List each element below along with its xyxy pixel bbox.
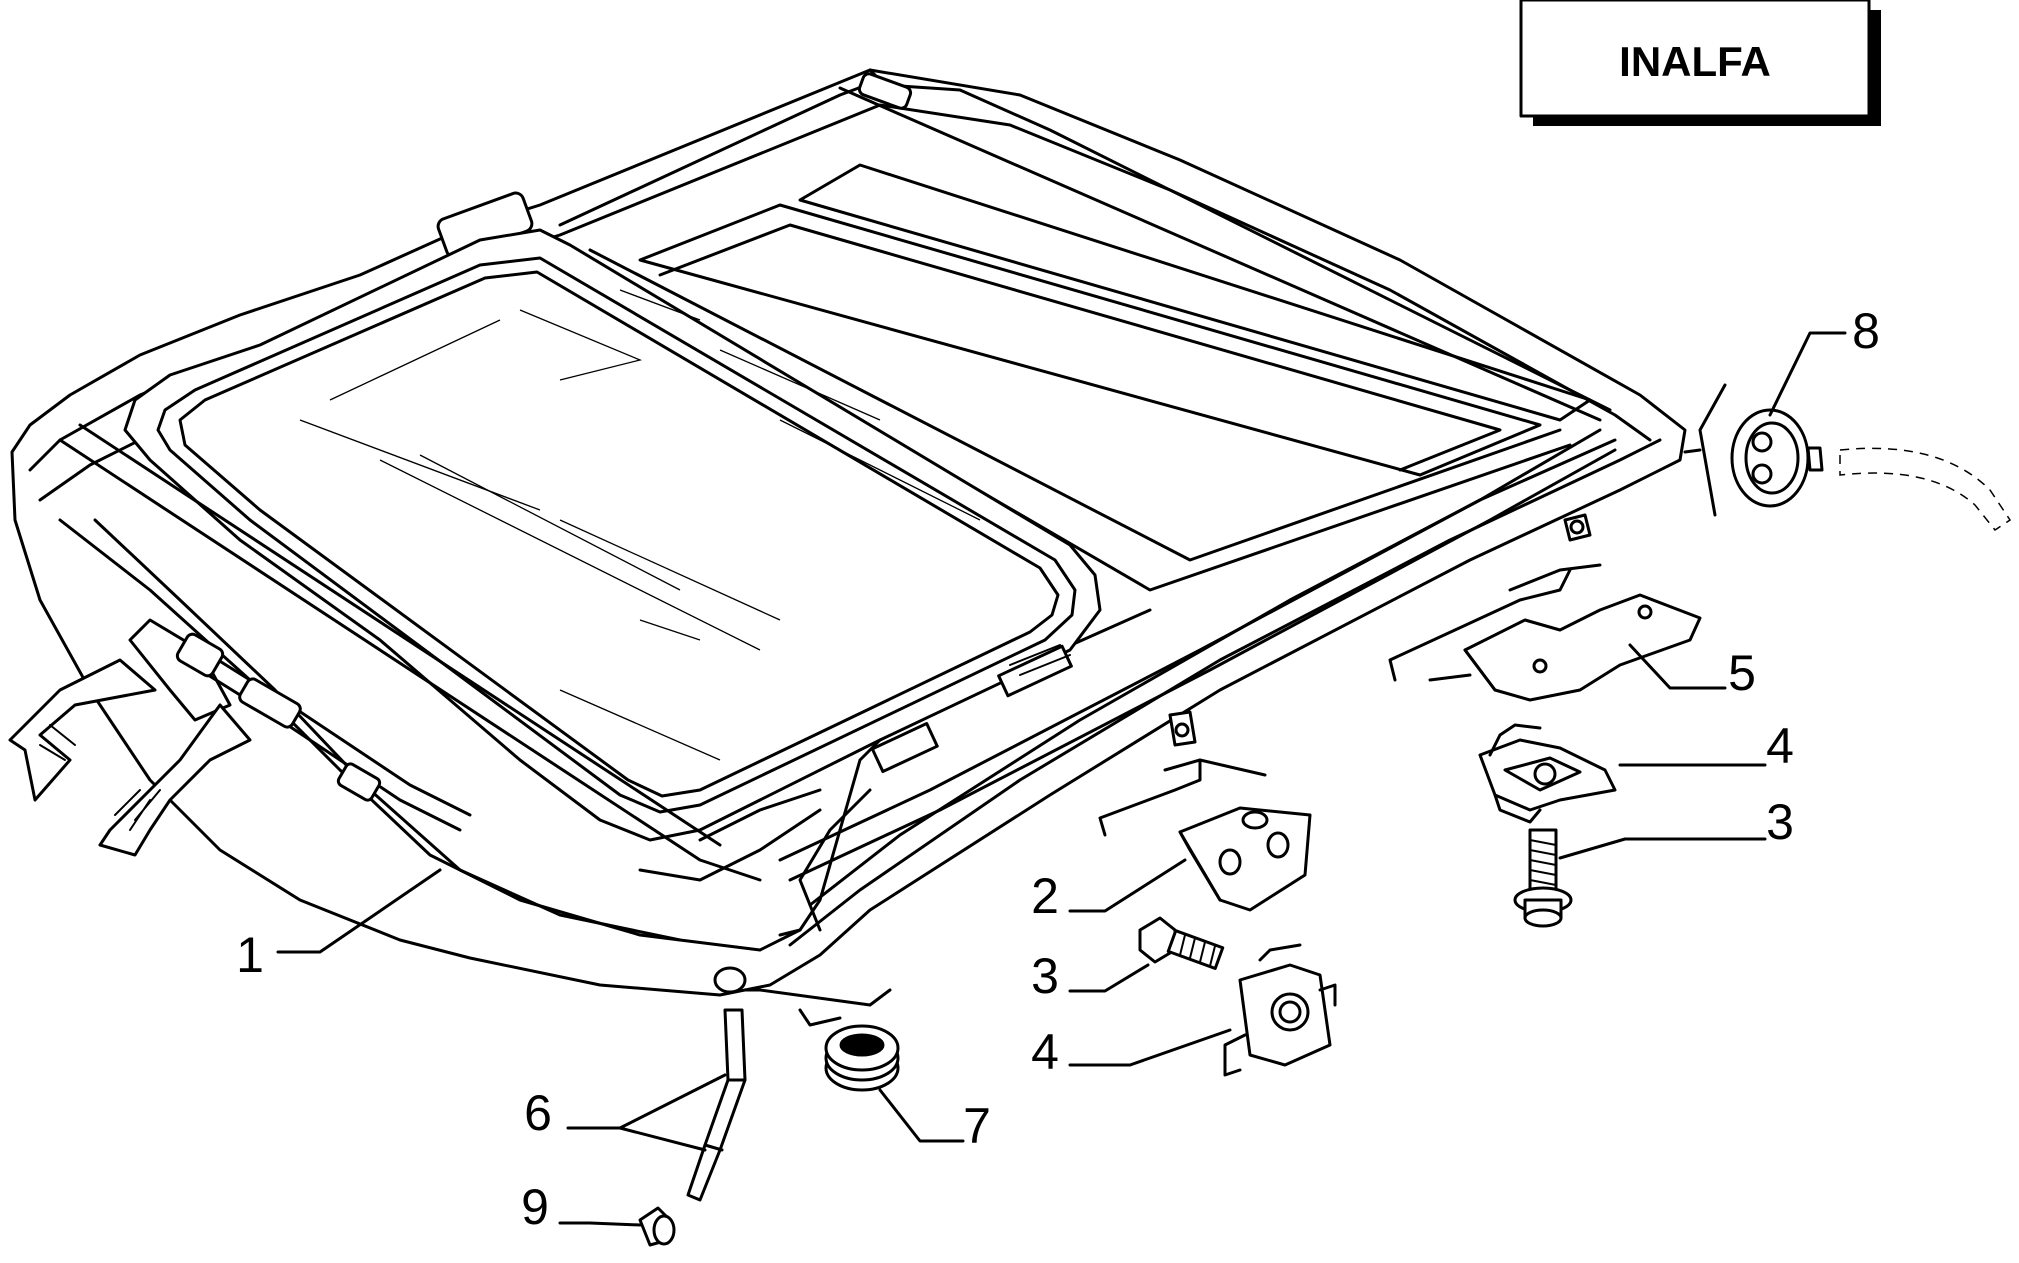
- grommet-part-8: [1683, 383, 2012, 532]
- callout-4-upper: 4: [1766, 718, 1794, 774]
- bracket-part-2: [1098, 758, 1312, 912]
- sunroof-frame-assembly: [8, 68, 1687, 997]
- callout-3-upper: 3: [1766, 794, 1794, 850]
- callout-5: 5: [1728, 645, 1756, 701]
- connector-part-9: [638, 1206, 676, 1247]
- drain-hose-part-6: [686, 988, 892, 1202]
- brand-label-box: INALFA: [1519, 0, 1881, 126]
- callout-2: 2: [1031, 868, 1059, 924]
- bracket-part-5: [1388, 563, 1702, 702]
- clip-nut-part-4-lower: [1223, 943, 1337, 1077]
- callout-3-lower: 3: [1031, 948, 1059, 1004]
- bolt-part-3-upper: [1513, 828, 1573, 928]
- callout-7: 7: [963, 1098, 991, 1154]
- bolt-part-3-lower: [1138, 916, 1225, 970]
- brand-label: INALFA: [1619, 38, 1771, 85]
- grommet-part-7: [824, 1024, 900, 1092]
- callout-8: 8: [1852, 303, 1880, 359]
- callout-1: 1: [236, 927, 264, 983]
- leader-lines: [276, 331, 1847, 1227]
- callout-numbers: 1 2 3 4 3 4 5 6 7 8 9: [236, 303, 1880, 1235]
- callout-6: 6: [524, 1085, 552, 1141]
- callout-4-lower: 4: [1031, 1024, 1059, 1080]
- callout-9: 9: [521, 1179, 549, 1235]
- clip-nut-part-4-upper: [1478, 723, 1617, 824]
